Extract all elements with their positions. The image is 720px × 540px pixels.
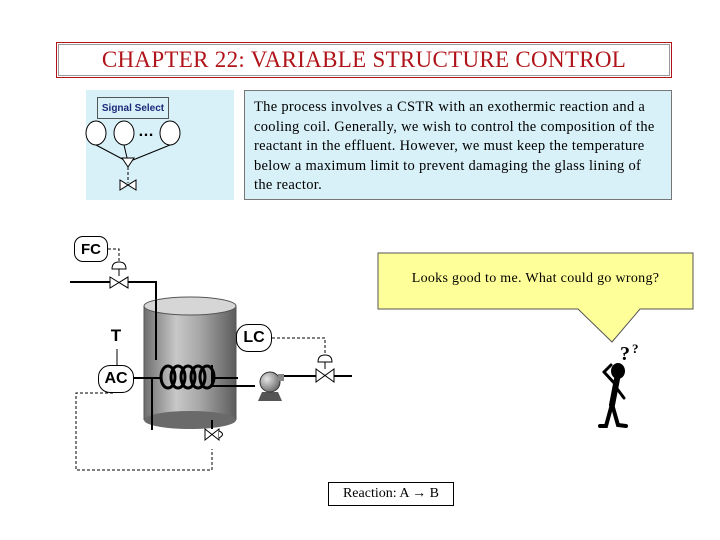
page-title: CHAPTER 22: VARIABLE STRUCTURE CONTROL xyxy=(56,42,672,78)
level-controller-tag: LC xyxy=(236,324,272,352)
speech-bubble xyxy=(377,252,694,343)
svg-text:?: ? xyxy=(620,343,630,365)
signal-select-icon xyxy=(85,120,181,191)
coolant-valve-icon[interactable] xyxy=(204,427,223,442)
signal-select-dots: … xyxy=(138,123,154,140)
signal-select-label: Signal Select xyxy=(97,97,169,119)
thinking-person-icon: ? ? xyxy=(598,341,639,428)
pump-icon xyxy=(258,371,284,401)
process-description: The process involves a CSTR with an exot… xyxy=(244,90,672,200)
reaction-label: Reaction: A → B xyxy=(328,482,454,506)
temperature-sensor-tag: T xyxy=(110,326,122,345)
svg-text:?: ? xyxy=(632,341,639,356)
outlet-valve-icon[interactable] xyxy=(315,354,335,383)
reactor-vessel xyxy=(143,296,237,429)
cooling-coil-icon xyxy=(159,364,216,390)
flow-controller-tag: FC xyxy=(74,236,108,262)
speech-text: Looks good to me. What could go wrong? xyxy=(411,271,660,286)
analyzer-controller-tag: AC xyxy=(98,365,134,393)
feed-valve-icon[interactable] xyxy=(109,261,129,289)
